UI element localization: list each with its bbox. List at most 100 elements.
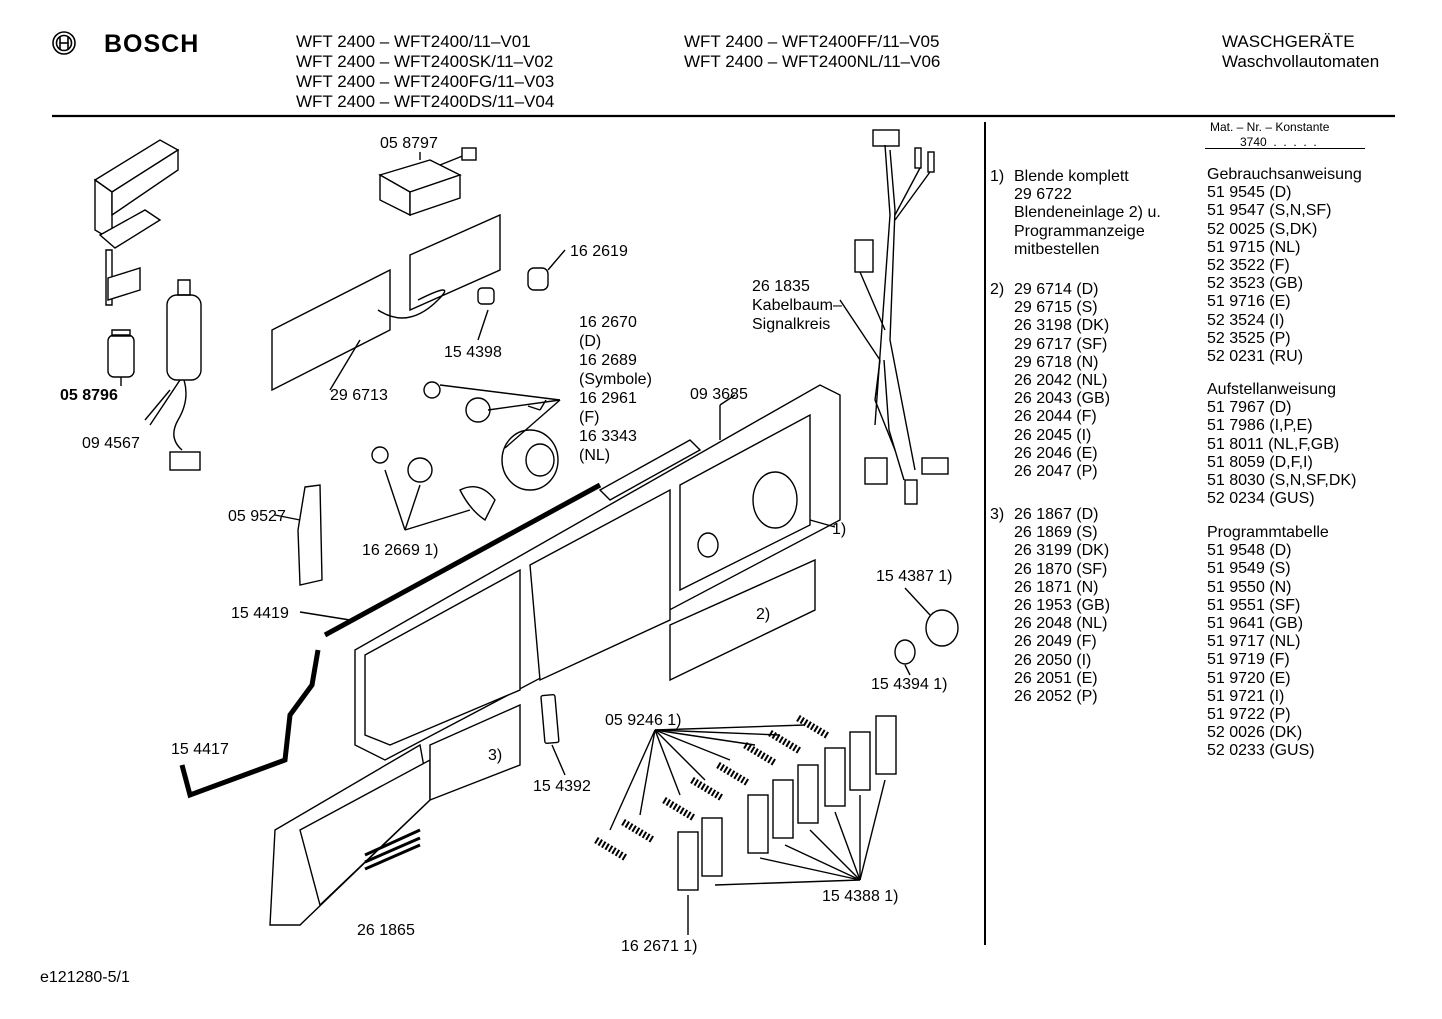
label-line: 16 2689 bbox=[579, 352, 637, 369]
capacitor-part bbox=[144, 279, 202, 471]
part-label: 15 4398 bbox=[444, 344, 502, 361]
brand-name: BOSCH bbox=[104, 30, 200, 58]
models-column-1: WFT 2400 – WFT2400/11–V01 WFT 2400 – WFT… bbox=[296, 32, 554, 112]
note-1-number: 1) bbox=[990, 168, 1005, 185]
doc-line: 51 9545 (D) bbox=[1207, 184, 1292, 202]
note-line: 26 2048 (NL) bbox=[1014, 615, 1108, 633]
mat-header: Mat. – Nr. – Konstante bbox=[1210, 120, 1330, 134]
doc-title: Programmtabelle bbox=[1207, 524, 1329, 541]
doc-line: 51 8011 (NL,F,GB) bbox=[1207, 435, 1340, 453]
knob-small-part bbox=[894, 639, 916, 665]
model-line: WFT 2400 – WFT2400/11–V01 bbox=[296, 32, 531, 51]
part-label: 15 4392 bbox=[533, 778, 591, 795]
note-2-number: 2) bbox=[990, 281, 1005, 298]
doc-line: 52 3522 (F) bbox=[1207, 257, 1290, 275]
doc-line: 51 8059 (D,F,I) bbox=[1207, 453, 1313, 471]
doc-line: 52 0026 (DK) bbox=[1207, 724, 1303, 742]
note-line: 29 6722 bbox=[1014, 186, 1072, 204]
knob-part bbox=[439, 384, 561, 491]
part-label: 09 4567 bbox=[82, 435, 140, 452]
doc-line: 51 7967 (D) bbox=[1207, 399, 1292, 417]
doc-line: 51 9719 (F) bbox=[1207, 651, 1290, 669]
label-line: Kabelbaum– bbox=[752, 297, 842, 314]
doc-line: 52 3524 (I) bbox=[1207, 311, 1285, 329]
category: WASCHGERÄTE bbox=[1222, 32, 1355, 51]
model-line: WFT 2400 – WFT2400FF/11–V05 bbox=[684, 32, 940, 51]
indicator-part bbox=[540, 693, 560, 745]
part-label: 05 8796 bbox=[60, 387, 118, 404]
part-label: 15 4388 1) bbox=[822, 888, 899, 905]
insert-panel-part bbox=[669, 558, 816, 682]
note-line: 26 2042 (NL) bbox=[1014, 372, 1108, 390]
footer-code: e121280-5/1 bbox=[40, 969, 130, 986]
doc-line: 51 9720 (E) bbox=[1207, 669, 1291, 687]
fascia-panel-part bbox=[354, 384, 841, 761]
doc-line: 52 0231 (RU) bbox=[1207, 348, 1304, 366]
note-line: 26 2046 (E) bbox=[1014, 444, 1098, 462]
doc-line: 51 9548 (D) bbox=[1207, 542, 1292, 560]
note-line: 26 2049 (F) bbox=[1014, 633, 1097, 651]
part-label: 15 4419 bbox=[231, 605, 289, 622]
part-label: 16 2619 bbox=[570, 243, 628, 260]
model-line: WFT 2400 – WFT2400FG/11–V03 bbox=[296, 72, 555, 91]
label-line: 16 3343 bbox=[579, 428, 637, 445]
label-line: 16 2961 bbox=[579, 390, 637, 407]
label-line: (D) bbox=[579, 333, 602, 350]
note-line: mitbestellen bbox=[1014, 240, 1100, 258]
part-label: 29 6713 bbox=[330, 387, 388, 404]
note-line: 26 1953 (GB) bbox=[1014, 597, 1111, 615]
note-line: 26 1869 (S) bbox=[1014, 524, 1098, 542]
part-label: 05 8797 bbox=[380, 135, 438, 152]
part-label: 09 3685 bbox=[690, 386, 748, 403]
doc-line: 51 9549 (S) bbox=[1207, 560, 1291, 578]
note-line: Programmanzeige bbox=[1014, 222, 1145, 240]
harness-label: 26 1835 Kabelbaum– Signalkreis bbox=[752, 277, 842, 334]
latch-part bbox=[297, 484, 323, 586]
note-line: Blende komplett bbox=[1014, 168, 1129, 185]
doc-line: 52 0025 (S,DK) bbox=[1207, 220, 1318, 238]
note-line: 26 2044 (F) bbox=[1014, 408, 1097, 426]
doc-title: Gebrauchsanweisung bbox=[1207, 166, 1362, 183]
note-1: Blende komplett 29 6722 Blendeneinlage 2… bbox=[1014, 168, 1161, 259]
subcategory: Waschvollautomaten bbox=[1222, 52, 1380, 71]
doc-line: 51 9550 (N) bbox=[1207, 578, 1292, 596]
footnote-ref: 2) bbox=[756, 606, 771, 623]
buttons-part bbox=[677, 715, 897, 935]
label-line: (NL) bbox=[579, 447, 611, 464]
doc-line: 51 9717 (NL) bbox=[1207, 633, 1301, 651]
doc-title: Aufstellanweisung bbox=[1207, 381, 1336, 398]
category-block: WASCHGERÄTE Waschvollautomaten bbox=[1222, 32, 1379, 72]
doc-line: 51 7986 (I,P,E) bbox=[1207, 417, 1313, 435]
label-line: 16 2670 bbox=[579, 314, 637, 331]
note-line: 26 2045 (I) bbox=[1014, 426, 1092, 444]
doc-line: 51 9641 (GB) bbox=[1207, 615, 1304, 633]
mat-rule bbox=[1205, 148, 1365, 149]
note-line: 29 6715 (S) bbox=[1014, 299, 1098, 317]
cable-harness-part bbox=[839, 129, 949, 505]
part-label: 05 9246 1) bbox=[605, 712, 682, 729]
note-line: 26 1870 (SF) bbox=[1014, 560, 1108, 578]
bosch-logo-icon bbox=[52, 31, 76, 55]
model-line: WFT 2400 – WFT2400SK/11–V02 bbox=[296, 52, 554, 71]
switch-part bbox=[378, 147, 477, 217]
doc-line: 51 8030 (S,N,SF,DK) bbox=[1207, 472, 1357, 490]
note-line: 26 2050 (I) bbox=[1014, 651, 1092, 669]
part-label: 16 2671 1) bbox=[621, 938, 698, 955]
note-line: 26 3199 (DK) bbox=[1014, 542, 1110, 560]
part-label: 15 4394 1) bbox=[871, 676, 948, 693]
note-3: 26 1867 (D) 26 1869 (S) 26 3199 (DK) 26 … bbox=[1014, 506, 1110, 706]
door-flap-part bbox=[269, 703, 521, 926]
doc-line: 51 9721 (I) bbox=[1207, 687, 1285, 705]
doc-line: 52 0234 (GUS) bbox=[1207, 490, 1315, 508]
doc-line: 51 9551 (SF) bbox=[1207, 596, 1301, 614]
springs-part bbox=[594, 714, 830, 862]
note-3-number: 3) bbox=[990, 506, 1005, 523]
doc-line: 51 9716 (E) bbox=[1207, 293, 1291, 311]
doc-line: 51 9722 (P) bbox=[1207, 706, 1291, 724]
aufstellanweisung-list: Aufstellanweisung 51 7967 (D) 51 7986 (I… bbox=[1207, 381, 1356, 508]
note-line: Blendeneinlage 2) u. bbox=[1014, 204, 1161, 222]
note-line: 26 1867 (D) bbox=[1014, 506, 1099, 523]
note-line: 26 1871 (N) bbox=[1014, 578, 1099, 596]
note-line: 26 2043 (GB) bbox=[1014, 390, 1111, 408]
